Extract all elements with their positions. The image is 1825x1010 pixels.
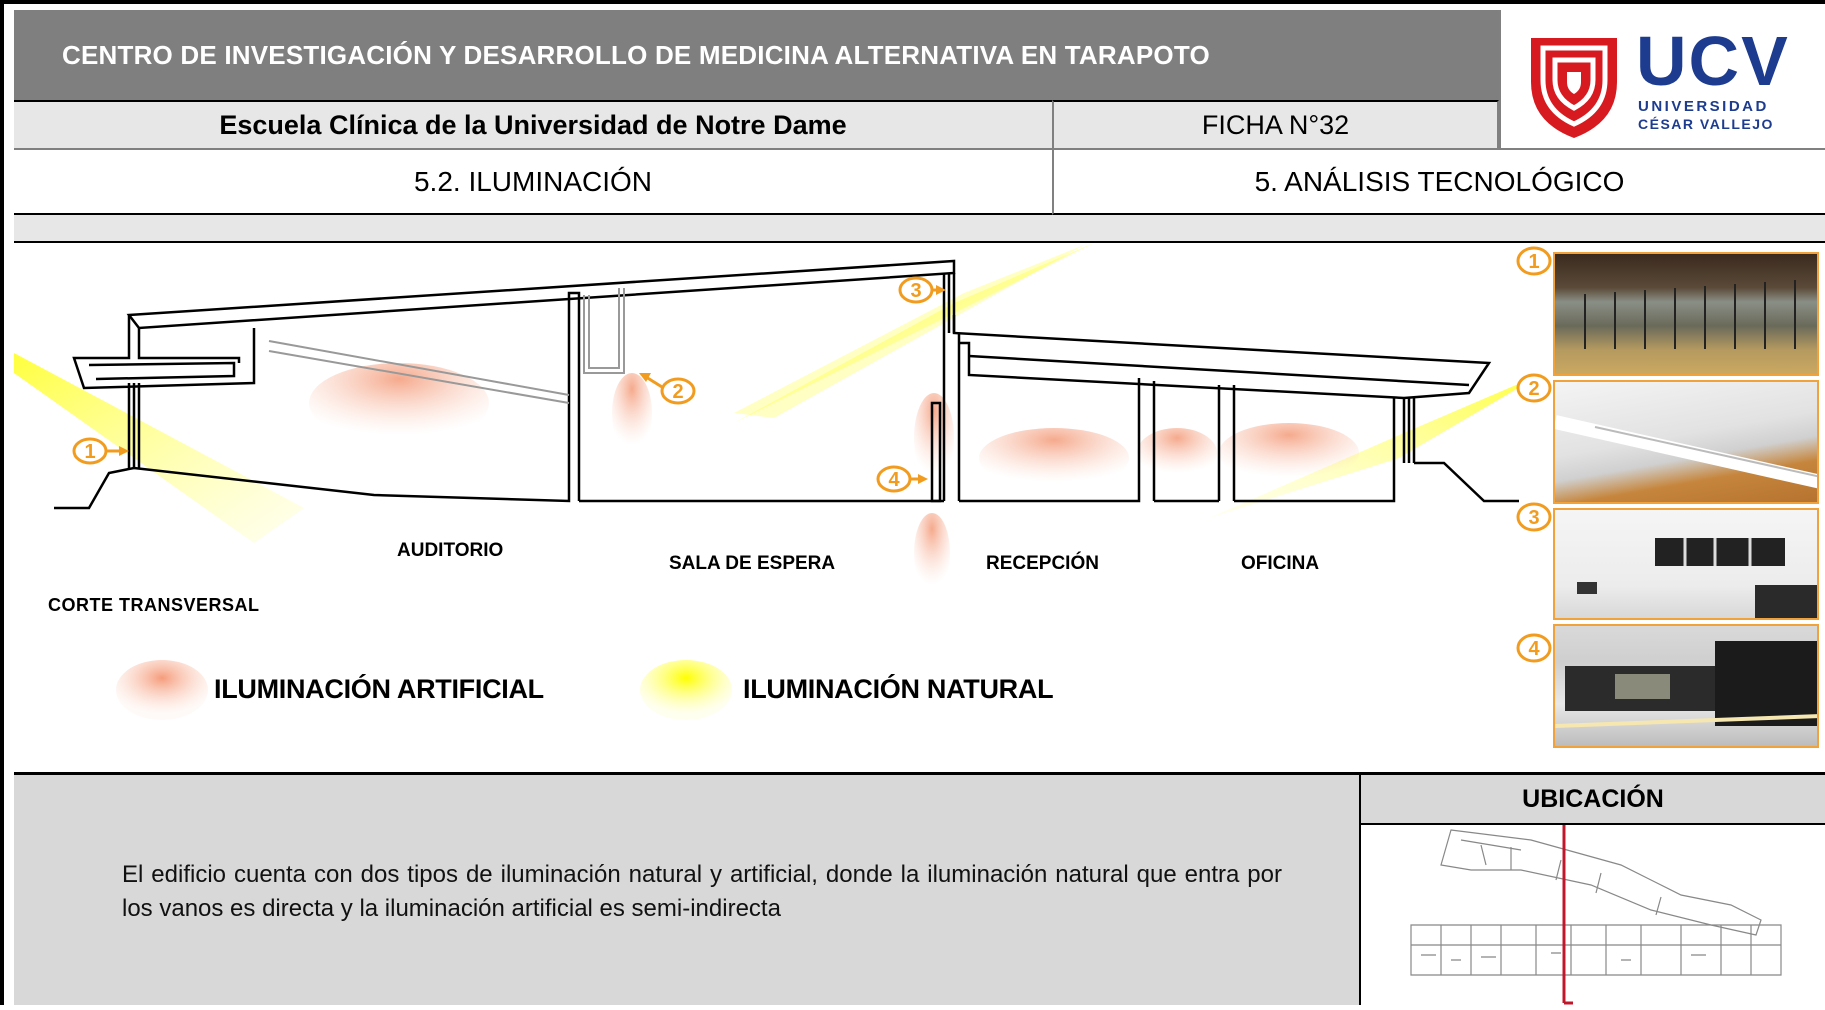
artificial-light-glow	[309, 363, 489, 443]
logo-line-2: CÉSAR VALLEJO	[1638, 116, 1774, 132]
svg-text:3: 3	[1528, 507, 1539, 529]
photo-3-clerestory-windows	[1553, 508, 1819, 620]
chapter-title: 5. ANÁLISIS TECNOLÓGICO	[1052, 150, 1825, 215]
svg-text:2: 2	[672, 381, 683, 403]
marker-4: 4	[876, 465, 928, 493]
building-section-drawing: 1 2 3 4	[14, 243, 1544, 720]
university-logo: UCV UNIVERSIDAD CÉSAR VALLEJO	[1499, 10, 1825, 150]
legend-artificial-label: ILUMINACIÓN ARTIFICIAL	[214, 674, 544, 704]
svg-text:2: 2	[1528, 378, 1539, 400]
photo-2-ceiling-light	[1553, 380, 1819, 504]
svg-text:3: 3	[910, 280, 921, 302]
spacer-band	[14, 215, 1825, 243]
legend-artificial-swatch	[116, 660, 208, 720]
description-panel	[14, 775, 1359, 1005]
room-label-recepcion: RECEPCIÓN	[986, 553, 1099, 574]
photo-4-reception-corridor	[1553, 624, 1819, 748]
svg-text:1: 1	[84, 441, 95, 463]
svg-text:4: 4	[888, 469, 900, 491]
marker-2: 2	[639, 373, 696, 405]
sheet-number: FICHA N°32	[1052, 100, 1499, 150]
location-plan	[1359, 818, 1825, 1005]
natural-light-beam-top	[734, 243, 1094, 423]
marker-3: 3	[898, 276, 946, 304]
ucv-shield-icon	[1531, 38, 1617, 138]
marker-1: 1	[72, 437, 129, 465]
section-title: 5.2. ILUMINACIÓN	[14, 150, 1052, 215]
section-drawing-panel: 1 2 3 4	[14, 243, 1825, 775]
room-label-sala-espera: SALA DE ESPERA	[669, 553, 836, 574]
room-label-oficina: OFICINA	[1241, 553, 1320, 574]
description-text: El edificio cuenta con dos tipos de ilum…	[122, 861, 1282, 922]
legend-natural-label: ILUMINACIÓN NATURAL	[743, 674, 1054, 704]
photo-1-glazed-facade	[1553, 252, 1819, 376]
location-title: UBICACIÓN	[1359, 775, 1825, 825]
svg-text:1: 1	[1528, 251, 1539, 273]
natural-light-beam-left	[14, 353, 304, 543]
site-plan-drawing	[1410, 818, 1782, 1005]
logo-line-1: UNIVERSIDAD	[1638, 98, 1769, 115]
subject-title: Escuela Clínica de la Universidad de Not…	[14, 100, 1052, 150]
svg-text:4: 4	[1528, 638, 1540, 660]
page-title: CENTRO DE INVESTIGACIÓN Y DESARROLLO DE …	[14, 10, 1499, 100]
section-title-label: CORTE TRANSVERSAL	[48, 595, 260, 615]
logo-acronym: UCV	[1636, 22, 1790, 100]
section-markers: 1 2 3 4	[72, 276, 946, 493]
photo-marker-4: 4	[1514, 633, 1554, 678]
photo-markers: 1 2 3	[1514, 221, 1554, 606]
legend-natural-swatch	[640, 660, 732, 720]
room-label-auditorio: AUDITORIO	[397, 540, 504, 561]
